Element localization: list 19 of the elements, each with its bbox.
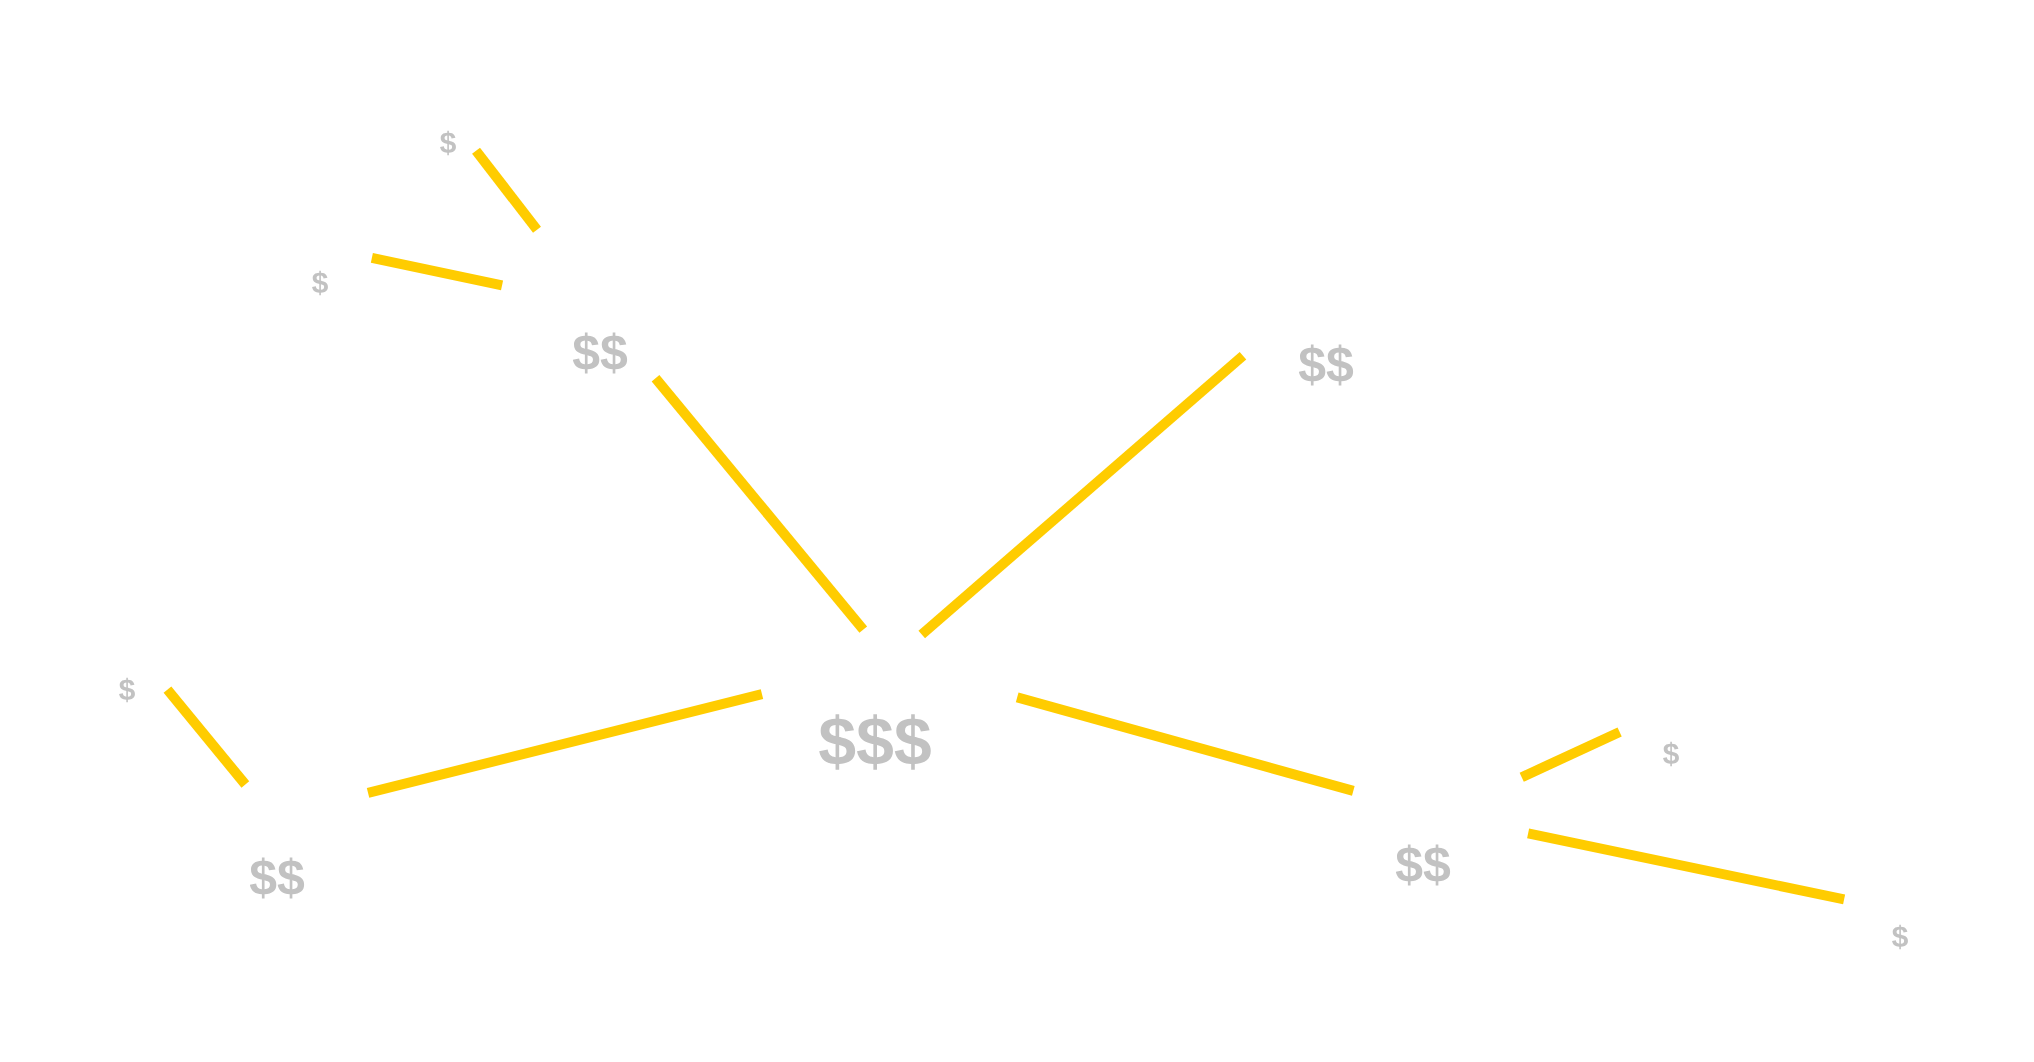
dollar-label: $$$: [819, 714, 931, 770]
dollar-label: $$: [1395, 844, 1451, 886]
connector-line: [163, 686, 250, 788]
dollar-label: $: [1892, 924, 1908, 950]
connector-line: [1519, 727, 1622, 782]
dollar-label: $$: [1298, 344, 1354, 386]
connector-line: [370, 253, 504, 291]
connector-line: [918, 352, 1247, 639]
dollar-label: $: [312, 270, 328, 296]
connector-line: [472, 147, 541, 233]
connector-line: [651, 375, 868, 633]
dollar-label: $$: [249, 857, 305, 899]
connector-line: [1527, 828, 1846, 905]
dollar-label: $: [440, 130, 456, 156]
dollar-label: $$: [572, 332, 628, 374]
connector-line: [1015, 692, 1355, 796]
dollar-label: $: [119, 677, 135, 703]
connector-line: [366, 689, 764, 798]
dollar-label: $: [1663, 741, 1679, 767]
